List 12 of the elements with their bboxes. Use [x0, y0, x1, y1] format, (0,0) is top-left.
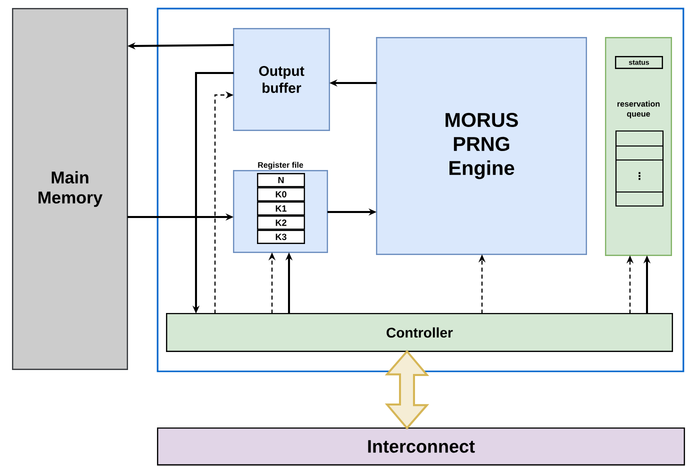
register-cell: K1: [257, 201, 305, 216]
register-cell: N: [257, 173, 305, 188]
engine-box: MORUS PRNG Engine: [376, 37, 587, 255]
controller-box: Controller: [166, 312, 673, 352]
interconnect-box: Interconnect: [157, 427, 685, 466]
register-cell: K2: [257, 216, 305, 230]
ellipsis: ⋮: [638, 172, 640, 180]
memory-box: Main Memory: [12, 8, 128, 370]
node-label: Register file: [258, 162, 304, 170]
buffer-box: Output buffer: [233, 28, 330, 131]
register-cell: K3: [257, 230, 305, 244]
register-cell: K0: [257, 187, 305, 202]
